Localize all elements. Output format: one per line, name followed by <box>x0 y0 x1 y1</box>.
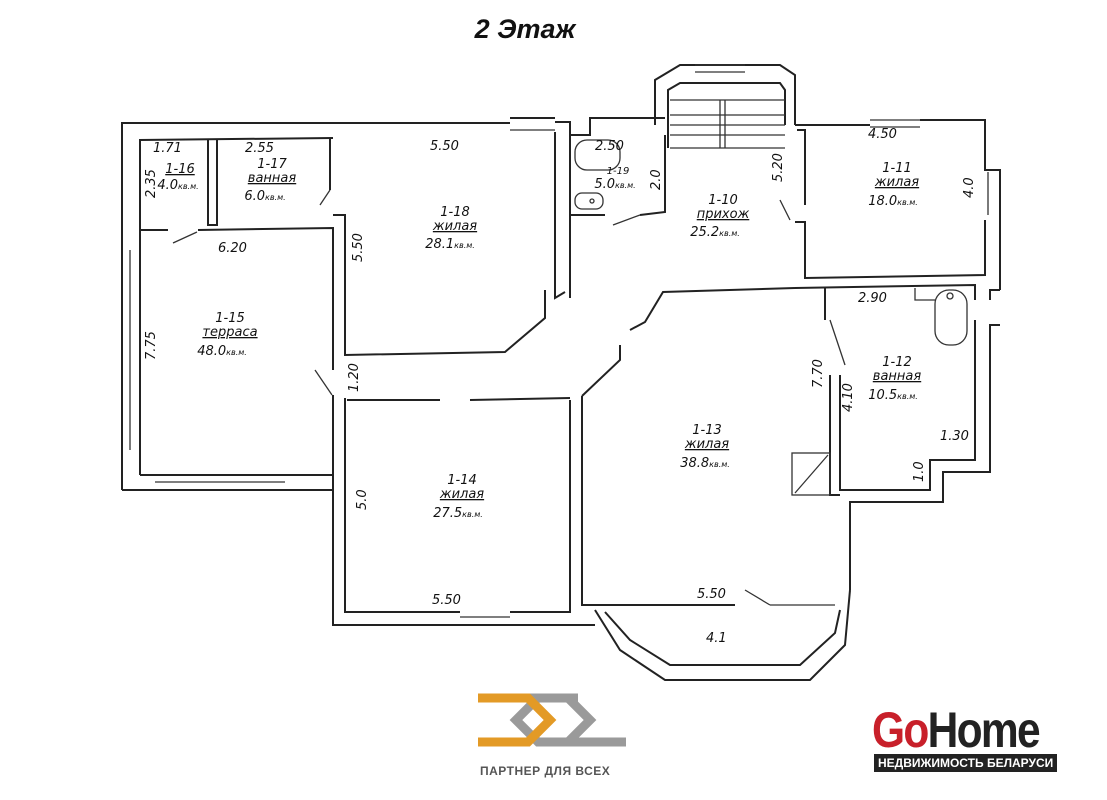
dimension-label: 4.50 <box>868 127 897 142</box>
area-unit: кв.м. <box>454 241 475 250</box>
room-area: 28.1кв.м. <box>425 237 475 252</box>
dimension-label: 5.50 <box>430 139 459 154</box>
room-id: 1-10 <box>708 193 738 208</box>
room-name: жилая <box>432 219 477 234</box>
room-1-16: 1-16 4.0кв.м. <box>157 162 198 193</box>
dimension-label: 1.71 <box>153 141 182 156</box>
area-unit: кв.м. <box>462 510 483 519</box>
room-name: приxож <box>697 207 750 222</box>
dimension-label: 1.20 <box>347 363 362 392</box>
walls <box>121 64 1001 681</box>
area-unit: кв.м. <box>178 182 199 191</box>
room-id: 1-18 <box>440 205 470 220</box>
room-id: 1-13 <box>692 423 722 438</box>
dimension-label: 7.75 <box>144 331 159 360</box>
room-area: 38.8кв.м. <box>680 456 730 471</box>
room-id: 1-15 <box>215 311 245 326</box>
area-unit: кв.м. <box>226 348 247 357</box>
area-unit: кв.м. <box>897 198 918 207</box>
room-name: жилая <box>684 437 729 452</box>
room-1-13: 1-13 жилая 38.8кв.м. <box>680 423 730 471</box>
area-unit: кв.м. <box>719 229 740 238</box>
area-unit: кв.м. <box>709 460 730 469</box>
room-area: 25.2кв.м. <box>690 225 740 240</box>
room-area: 27.5кв.м. <box>433 506 483 521</box>
dimension-label: 5.50 <box>351 233 366 262</box>
dimension-label: 1.0 <box>912 461 927 482</box>
room-id: 1-17 <box>257 157 287 172</box>
area-unit: кв.м. <box>897 392 918 401</box>
dimension-label: 5.20 <box>771 153 786 182</box>
dimension-label: 1.30 <box>940 429 969 444</box>
dimension-label: 2.35 <box>144 169 159 198</box>
room-area: 6.0кв.м. <box>244 189 285 204</box>
dimension-label: 2.0 <box>649 169 664 190</box>
partner-slogan: ПАРТНЕР ДЛЯ ВСЕХ <box>480 764 611 778</box>
room-area: 10.5кв.м. <box>868 388 918 403</box>
room-id: 1-14 <box>447 473 477 488</box>
room-1-10: 1-10 приxож 25.2кв.м. <box>690 193 749 240</box>
floor-title: 2 Этаж <box>474 14 576 44</box>
dimension-label: 7.70 <box>811 359 826 388</box>
area-unit: кв.м. <box>615 181 636 190</box>
room-1-17: 1-17 ванная 6.0кв.м. <box>244 157 296 204</box>
room-name: ванная <box>873 369 922 384</box>
dimension-label: 2.50 <box>595 139 624 154</box>
dimension-label: 4.10 <box>841 383 856 412</box>
room-id: 1-11 <box>882 161 912 176</box>
room-1-15: 1-15 терраса 48.0кв.м. <box>197 311 257 359</box>
room-name: терраса <box>202 325 257 340</box>
room-1-14: 1-14 жилая 27.5кв.м. <box>433 473 484 521</box>
room-name: ванная <box>248 171 297 186</box>
area-unit: кв.м. <box>265 193 286 202</box>
gohome-home: Home <box>927 702 1041 758</box>
dimension-label: 4.1 <box>706 631 727 646</box>
dimension-label: 5.50 <box>697 587 726 602</box>
room-1-11: 1-11 жилая 18.0кв.м. <box>868 161 919 209</box>
room-1-19: 1-19 5.0кв.м. <box>594 166 635 192</box>
dimension-label: 5.0 <box>355 489 370 510</box>
dimension-label: 5.50 <box>432 593 461 608</box>
room-name: жилая <box>439 487 484 502</box>
gohome-logo: GoHome <box>872 702 1041 758</box>
room-area: 48.0кв.м. <box>197 344 247 359</box>
room-id: 1-16 <box>165 162 195 177</box>
room-area: 5.0кв.м. <box>594 177 635 192</box>
room-1-18: 1-18 жилая 28.1кв.м. <box>425 205 477 252</box>
room-id: 1-19 <box>607 166 630 177</box>
dimension-label: 2.55 <box>245 141 274 156</box>
gohome-tagline: НЕДВИЖИМОСТЬ БЕЛАРУСИ <box>874 754 1058 772</box>
room-1-12: 1-12 ванная 10.5кв.м. <box>868 355 921 403</box>
dimension-label: 6.20 <box>218 241 247 256</box>
room-id: 1-12 <box>882 355 912 370</box>
room-area: 4.0кв.м. <box>157 178 198 193</box>
room-name: жилая <box>874 175 919 190</box>
room-area: 18.0кв.м. <box>868 194 918 209</box>
gohome-go: Go <box>872 702 929 758</box>
dimensions: 1.71 2.55 2.35 5.50 5.50 6.20 7.75 1.20 … <box>144 127 977 646</box>
dimension-label: 4.0 <box>962 177 977 198</box>
partner-logo <box>478 693 626 747</box>
dimension-label: 2.90 <box>858 291 887 306</box>
